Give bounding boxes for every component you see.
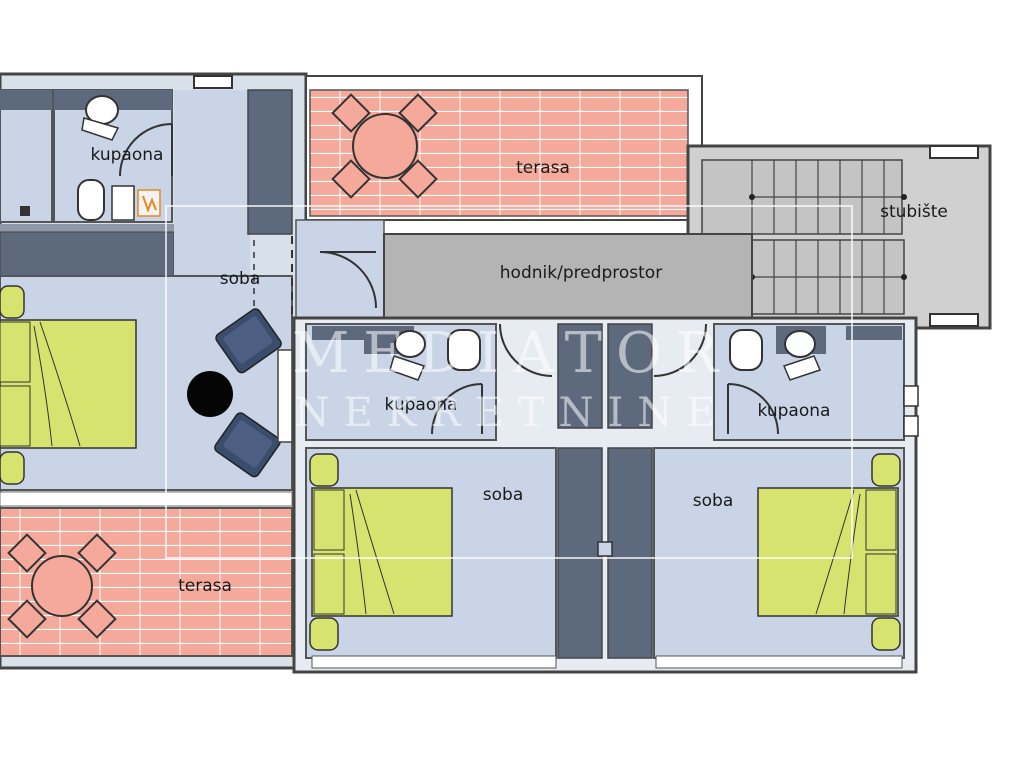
sink-icon: [394, 330, 426, 358]
right-block: kupaona kupaona soba: [292, 316, 919, 674]
toilet-icon: [77, 179, 105, 221]
coffee-table-icon: [187, 371, 233, 417]
patio-table-icon: [7, 533, 117, 639]
toilet-icon: [447, 329, 481, 371]
bed-icon: [309, 453, 453, 651]
radiator-icon: [137, 189, 161, 217]
room-label-bathroom-top-left: kupaona: [91, 145, 164, 165]
room-label-terrace-bottom: terasa: [178, 576, 232, 596]
left-closet-room: [0, 89, 53, 223]
room-label-terrace-top: terasa: [516, 158, 570, 178]
armchair-icon: [214, 412, 281, 478]
room-label-bathroom-right: kupaona: [758, 401, 831, 421]
sink-icon: [784, 330, 816, 358]
toilet-icon: [729, 329, 763, 371]
patio-table-icon: [331, 93, 438, 199]
room-label-bathroom-middle: kupaona: [385, 395, 458, 415]
terrace-top-group: terasa: [305, 75, 703, 221]
watermark: MEDIATOR NEKRETNINE: [165, 205, 853, 559]
bed-icon: [757, 453, 901, 651]
hallway: hodnik/predprostor: [295, 219, 753, 321]
room-label-hallway: hodnik/predprostor: [500, 263, 662, 283]
room-label-middle: soba: [483, 485, 523, 505]
bed-icon: [0, 285, 137, 485]
armchair-icon: [215, 308, 282, 374]
watermark-line-2: NEKRETNINE: [294, 390, 729, 436]
room-label-left: soba: [220, 269, 260, 289]
room-label-stairs: stubište: [880, 202, 948, 222]
room-label-right: soba: [693, 491, 733, 511]
left-wing: kupaona: [0, 72, 308, 670]
watermark-line-1: MEDIATOR: [292, 321, 732, 386]
